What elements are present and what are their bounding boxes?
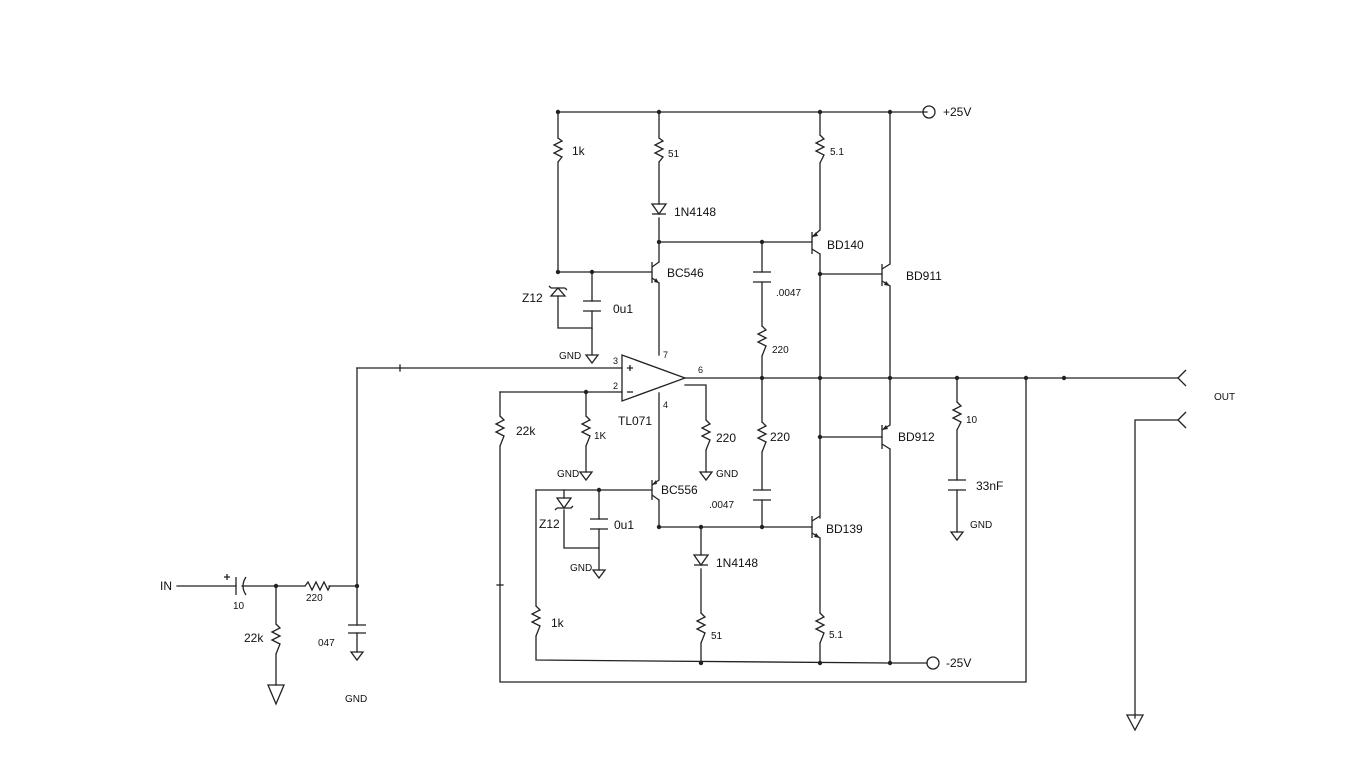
opamp-symbol bbox=[621, 354, 687, 402]
q-bc546-label: BC546 bbox=[667, 266, 704, 280]
gnd-label-3: GND bbox=[716, 469, 738, 480]
r-out-6-label: 220 bbox=[716, 431, 736, 445]
q-bc556-label: BC556 bbox=[661, 483, 698, 497]
diode-bottom-label: 1N4148 bbox=[716, 556, 758, 570]
c-top-0047-label: .0047 bbox=[776, 288, 801, 299]
c-bottom-0047-label: .0047 bbox=[709, 500, 734, 511]
r-input-shunt-label: 22k bbox=[244, 631, 264, 645]
q-bd912-label: BD912 bbox=[898, 430, 935, 444]
gnd-label-6: GND bbox=[345, 694, 367, 705]
wires bbox=[176, 111, 1179, 719]
gnd-label-5: GND bbox=[570, 563, 592, 574]
r-bottom-bias-label: 1k bbox=[551, 616, 565, 630]
r-bottom-51-label: 51 bbox=[711, 631, 723, 642]
q-bd139-label: BD139 bbox=[826, 522, 863, 536]
c-bottom-0u1-label: 0u1 bbox=[614, 518, 634, 532]
rail-positive-label: +25V bbox=[943, 105, 971, 119]
r-bottom-5-1-label: 5.1 bbox=[829, 630, 843, 641]
zener-bottom-label: Z12 bbox=[539, 517, 560, 531]
transistor-symbols bbox=[651, 229, 891, 539]
r-top-51-label: 51 bbox=[668, 149, 680, 160]
c-top-0u1-label: 0u1 bbox=[613, 302, 633, 316]
opamp-pin-7: 7 bbox=[663, 350, 668, 360]
resistor-symbols bbox=[270, 134, 963, 655]
c-input-shunt-label: 047 bbox=[318, 638, 335, 649]
opamp-label: TL071 bbox=[618, 414, 652, 428]
labels: +25V -25V IN OUT 1k 51 5.1 1N4148 BD140 … bbox=[160, 105, 1235, 705]
r-gain-label: 1K bbox=[594, 431, 607, 442]
gnd-label-2: GND bbox=[557, 469, 579, 480]
r-vbe-bottom-label: 220 bbox=[770, 430, 790, 444]
q-bd140-label: BD140 bbox=[827, 238, 864, 252]
q-bd911-label: BD911 bbox=[906, 269, 942, 283]
capacitor-symbols bbox=[224, 271, 966, 634]
output-label: OUT bbox=[1214, 392, 1235, 403]
diode-symbols bbox=[548, 203, 710, 567]
rail-negative-label: -25V bbox=[946, 656, 971, 670]
terminals bbox=[922, 105, 1187, 670]
opamp-pin-4: 4 bbox=[663, 400, 668, 410]
r-top-bias-label: 1k bbox=[572, 144, 586, 158]
opamp-pin-3: 3 bbox=[613, 356, 618, 366]
c-input-label: 10 bbox=[233, 601, 245, 612]
gnd-label-1: GND bbox=[559, 351, 581, 362]
opamp-pin-2: 2 bbox=[613, 381, 618, 391]
r-vbe-top-label: 220 bbox=[772, 345, 789, 356]
junction-dots bbox=[273, 109, 1067, 666]
input-label: IN bbox=[160, 579, 172, 593]
r-feedback-label: 22k bbox=[516, 424, 536, 438]
zener-top-label: Z12 bbox=[522, 291, 543, 305]
r-zobel-label: 10 bbox=[966, 415, 978, 426]
r-input-series-label: 220 bbox=[306, 593, 323, 604]
opamp-pin-6: 6 bbox=[698, 365, 703, 375]
diode-top-label: 1N4148 bbox=[674, 205, 716, 219]
c-zobel-label: 33nF bbox=[976, 479, 1003, 493]
gnd-label-4: GND bbox=[970, 520, 992, 531]
r-top-5-1-label: 5.1 bbox=[830, 147, 844, 158]
ground-symbols bbox=[267, 328, 1145, 732]
